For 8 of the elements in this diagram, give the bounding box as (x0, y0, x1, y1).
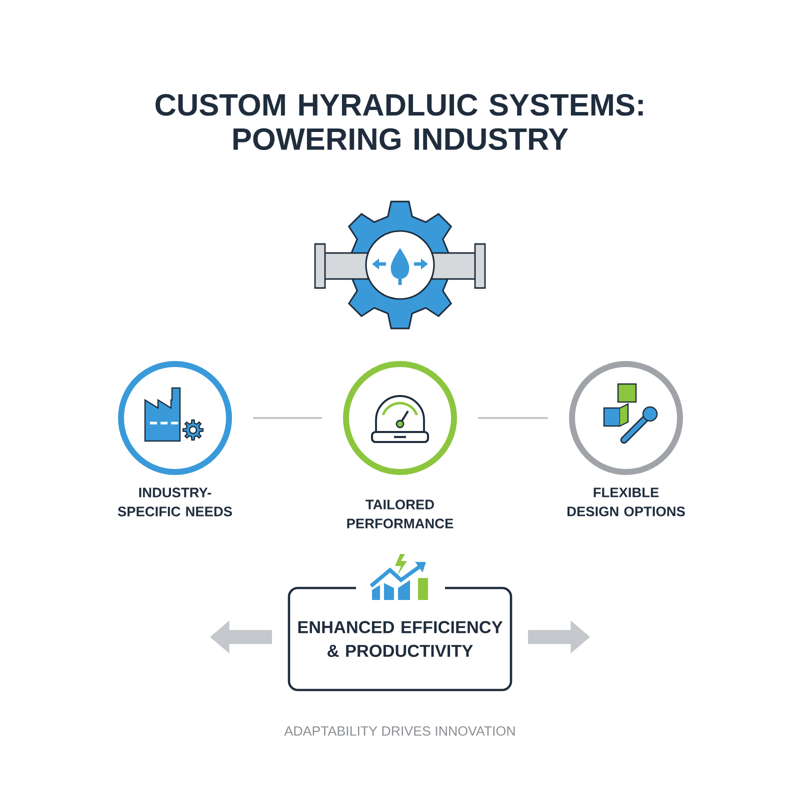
feature-caption: INDUSTRY-SPECIFIC NEEDS (118, 488, 232, 516)
result-box: ENHANCED EFFICIENCY & PRODUCTIVITY (288, 586, 512, 692)
feature-caption: TAILORED PERFORMANCE (347, 500, 454, 528)
tagline: ADAPTABILITY DRIVES INNOVATION (284, 726, 515, 736)
title: CUSTOM HYRADLUIC SYSTEMS: POWERING INDUSTRY (156, 94, 643, 150)
connector-line (253, 416, 322, 420)
connector-line (478, 416, 548, 420)
feature-caption: FLEXIBLE DESIGN OPTIONS (568, 488, 685, 516)
